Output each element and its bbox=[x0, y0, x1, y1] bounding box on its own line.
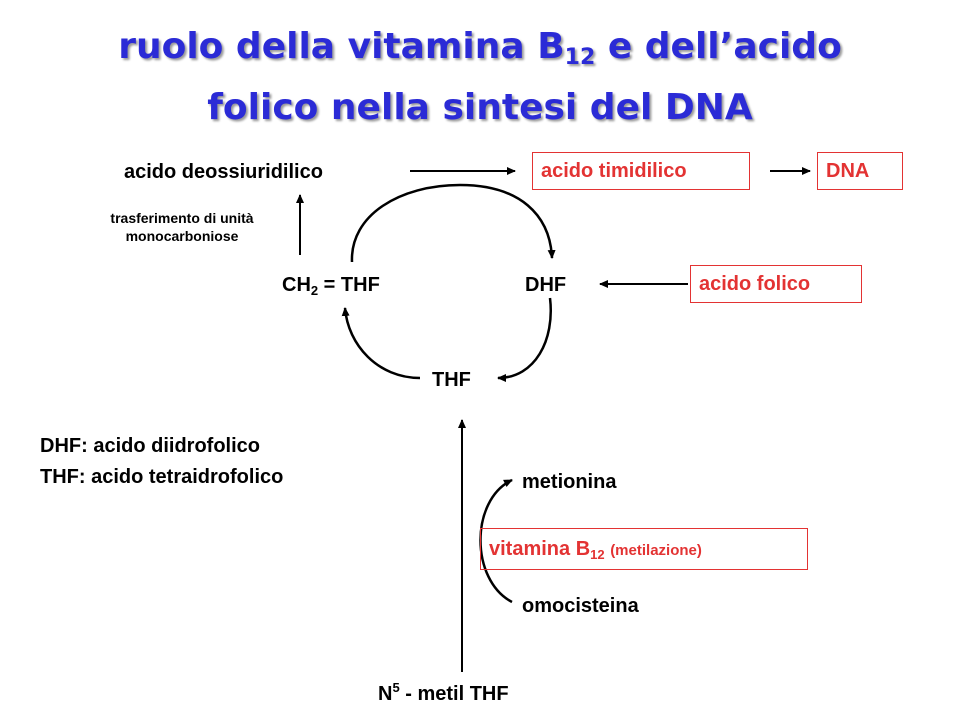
title-line-2: folico nella sintesi del DNA bbox=[207, 87, 753, 128]
title-line-1: ruolo della vitamina B12 e dell’acido bbox=[118, 26, 842, 70]
slide-title: ruolo della vitamina B12 e dell’acido fo… bbox=[0, 22, 960, 133]
label-dhf: DHF bbox=[525, 274, 567, 296]
legend-thf: THF: acido tetraidrofolico bbox=[40, 466, 284, 488]
legend-dhf: DHF: acido diidrofolico bbox=[40, 435, 260, 457]
label-ch2-thf: CH2 = THF bbox=[282, 274, 380, 298]
box-vitamina-b12: vitamina B12 (metilazione) bbox=[480, 528, 808, 570]
label-trasferimento-unita: trasferimento di unità monocarboniose bbox=[110, 210, 254, 244]
label-metionina: metionina bbox=[522, 471, 617, 493]
arc-thf-to-ch2 bbox=[341, 307, 421, 380]
box-acido-timidilico: acido timidilico bbox=[532, 152, 750, 190]
box-dna: DNA bbox=[817, 152, 903, 190]
arc-dhf-to-thf bbox=[497, 297, 552, 382]
box-acido-folico: acido folico bbox=[690, 265, 862, 303]
label-omocisteina: omocisteina bbox=[522, 595, 639, 617]
arc-ch2-to-dhf bbox=[350, 183, 556, 263]
label-thf: THF bbox=[432, 369, 471, 391]
label-n5-metil-thf: N5 - metil THF bbox=[378, 680, 509, 705]
label-acido-deossiuridilico: acido deossiuridilico bbox=[124, 161, 323, 183]
